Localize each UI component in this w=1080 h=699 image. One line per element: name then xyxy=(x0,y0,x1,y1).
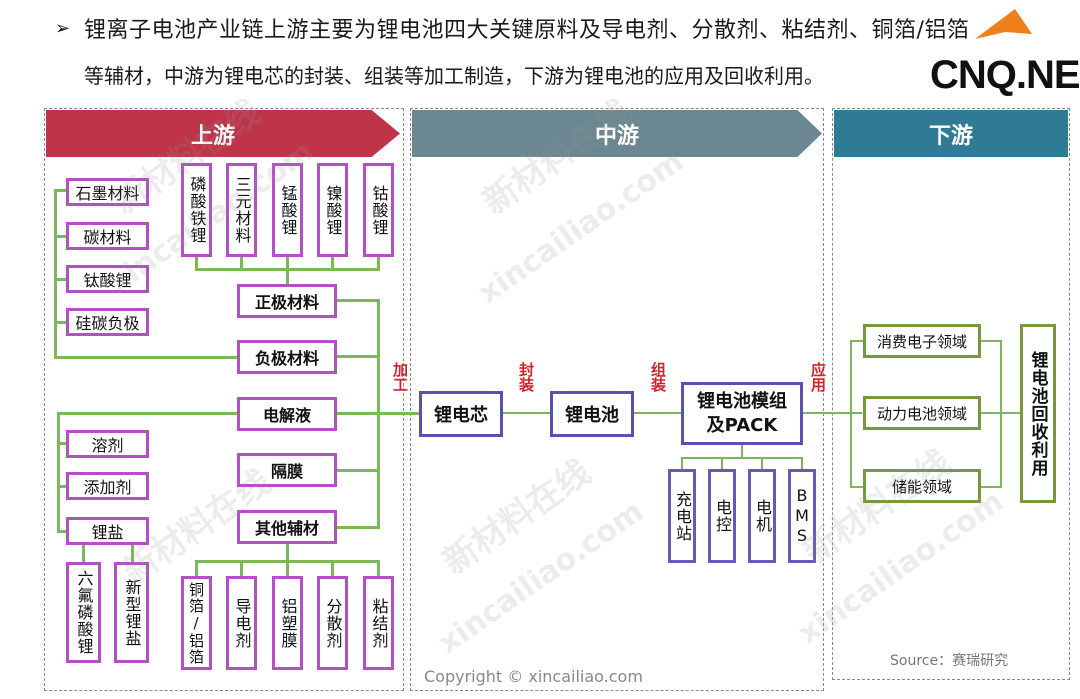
connector-line xyxy=(850,340,852,488)
main-material-box: 隔膜 xyxy=(237,453,337,487)
midstream-banner: 中游 xyxy=(412,110,822,157)
aux-material-box: 分散剂 xyxy=(317,576,348,670)
connector-line xyxy=(850,486,864,488)
connector-line xyxy=(54,235,66,238)
upstream-banner: 上游 xyxy=(46,110,400,157)
downstream-panel xyxy=(832,108,1070,680)
connector-line xyxy=(57,442,66,445)
recycling-box: 锂电池回收利用 xyxy=(1020,324,1056,503)
connector-line xyxy=(337,355,379,358)
connector-line xyxy=(195,256,198,270)
connector-line xyxy=(681,457,802,459)
connector-line xyxy=(82,545,85,563)
module-pack-box: 锂电池模组及PACK xyxy=(681,382,803,445)
intro-line-1: 锂离子电池产业链上游主要为锂电池四大关键原料及导电剂、分散剂、粘结剂、铜箔/铝箔 xyxy=(84,18,970,43)
connector-line xyxy=(57,485,66,488)
connector-line xyxy=(980,340,1002,342)
aux-material-box: 铜箔/铝箔 xyxy=(181,576,212,670)
connector-line xyxy=(240,560,243,578)
connector-line xyxy=(337,469,379,472)
connector-line xyxy=(57,530,66,533)
connector-line xyxy=(54,356,238,359)
intro-line-2: 等辅材，中游为锂电芯的封装、组装等加工制造，下游为锂电池的应用及回收利用。 xyxy=(84,64,824,88)
connector-line xyxy=(1000,340,1002,488)
logo: CNQ.NET xyxy=(930,9,1080,100)
source-note: Source：赛瑞研究 xyxy=(890,653,1009,669)
connector-line xyxy=(131,545,134,563)
electrolyte-part-box: 溶剂 xyxy=(66,430,149,458)
connector-line xyxy=(331,256,334,270)
cathode-source-box: 镍酸锂 xyxy=(317,163,348,257)
connector-line xyxy=(240,256,243,270)
battery-box: 锂电池 xyxy=(550,391,634,437)
aux-material-box: 导电剂 xyxy=(226,576,257,670)
upstream-panel xyxy=(44,108,404,691)
module-part-box: 电机 xyxy=(748,469,776,563)
downstream-label: 下游 xyxy=(928,123,973,149)
connector-line xyxy=(721,457,723,469)
application-box: 消费电子领域 xyxy=(863,324,981,358)
connector-line xyxy=(850,340,864,342)
upstream-label: 上游 xyxy=(190,123,235,149)
application-box: 储能领域 xyxy=(863,469,981,503)
cathode-source-box: 磷酸铁锂 xyxy=(181,163,212,257)
connector-line xyxy=(337,412,420,415)
connector-line xyxy=(337,526,379,529)
midstream-label: 中游 xyxy=(594,123,639,149)
anode-source-box: 石墨材料 xyxy=(66,178,149,206)
midstream-panel xyxy=(410,108,824,691)
electrolyte-part-box: 锂盐 xyxy=(66,517,149,545)
connector-line xyxy=(54,189,57,358)
connector-line xyxy=(54,278,66,281)
process-label: 组装 xyxy=(649,362,667,392)
module-part-box: 电控 xyxy=(708,469,736,563)
connector-line xyxy=(337,299,379,302)
connector-line xyxy=(54,321,66,324)
module-part-box: BMS xyxy=(788,469,816,563)
connector-line xyxy=(980,486,1002,488)
connector-line xyxy=(195,268,380,271)
connector-line xyxy=(377,560,380,578)
cathode-source-box: 锰酸锂 xyxy=(272,163,303,257)
cathode-source-box: 钴酸锂 xyxy=(363,163,394,257)
aux-material-box: 粘结剂 xyxy=(363,576,394,670)
module-part-box: 充电站 xyxy=(668,469,696,563)
connector-line xyxy=(741,445,743,459)
anode-source-box: 硅碳负极 xyxy=(66,308,149,336)
connector-line xyxy=(377,256,380,270)
main-material-box: 正极材料 xyxy=(237,284,337,318)
anode-source-box: 碳材料 xyxy=(66,222,149,250)
connector-line xyxy=(195,560,198,578)
electrolyte-part-box: 添加剂 xyxy=(66,472,149,500)
copyright-note: Copyright © xincailiao.com xyxy=(422,667,645,686)
logo-kite-icon xyxy=(975,9,1032,39)
connector-line xyxy=(681,457,683,469)
main-material-box: 其他辅材 xyxy=(237,510,337,544)
logo-text: CNQ.NET xyxy=(930,53,1080,97)
connector-line xyxy=(54,189,66,192)
bullet-arrow-icon: ➢ xyxy=(55,18,71,39)
process-label: 封装 xyxy=(517,362,535,392)
aux-material-box: 铝塑膜 xyxy=(272,576,303,670)
connector-line xyxy=(57,412,238,415)
main-material-box: 电解液 xyxy=(237,397,337,431)
connector-line xyxy=(195,560,380,563)
application-box: 动力电池领域 xyxy=(863,396,981,430)
connector-line xyxy=(761,457,763,469)
cell-box: 锂电芯 xyxy=(419,391,503,437)
connector-line xyxy=(800,412,862,414)
connector-line xyxy=(331,560,334,578)
process-label: 加工 xyxy=(391,362,409,392)
lithium-salt-box: 六氟磷酸锂 xyxy=(66,562,101,663)
main-material-box: 负极材料 xyxy=(237,340,337,374)
lithium-salt-box: 新型锂盐 xyxy=(114,562,149,663)
downstream-banner: 下游 xyxy=(834,110,1068,157)
connector-line xyxy=(57,412,60,532)
anode-source-box: 钛酸锂 xyxy=(66,265,149,293)
connector-line xyxy=(286,256,289,296)
cathode-source-box: 三元材料 xyxy=(226,163,257,257)
process-label: 应用 xyxy=(809,362,827,392)
connector-line xyxy=(801,457,803,469)
